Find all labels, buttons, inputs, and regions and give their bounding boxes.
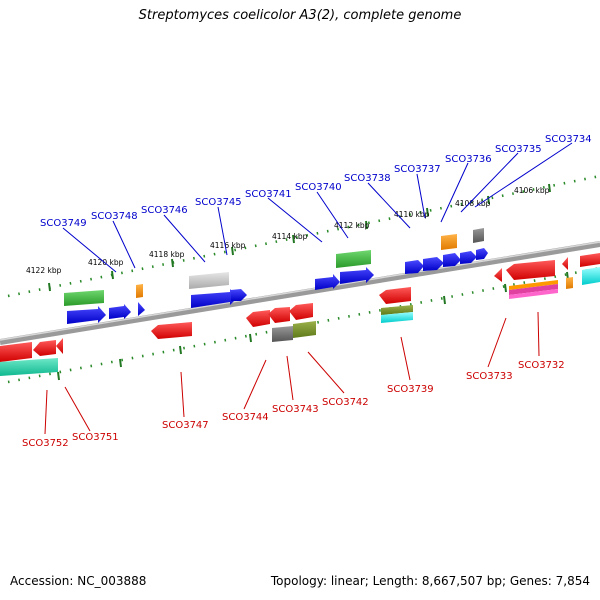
gene-box — [293, 321, 316, 338]
accession-label: Accession: NC_003888 — [10, 574, 147, 588]
gene-arrow — [191, 289, 238, 308]
gene-label[interactable]: SCO3735 — [495, 144, 542, 155]
gene-box — [473, 228, 484, 243]
gene-arrow — [476, 248, 488, 260]
gene-arrow — [506, 260, 555, 280]
gene-label[interactable]: SCO3746 — [141, 205, 188, 216]
gene-label[interactable]: SCO3740 — [295, 182, 342, 193]
gene-label[interactable]: SCO3751 — [72, 432, 119, 443]
gene-label[interactable]: SCO3742 — [322, 397, 369, 408]
gene-box — [64, 290, 104, 306]
gene-arrow — [340, 267, 374, 284]
gene-arrow — [138, 302, 145, 316]
gene-label[interactable]: SCO3749 — [40, 218, 87, 229]
gene-label[interactable]: SCO3747 — [162, 420, 209, 431]
gene-label[interactable]: SCO3738 — [344, 173, 391, 184]
gene-box — [509, 284, 558, 295]
gene-label[interactable]: SCO3744 — [222, 412, 269, 423]
ruler-label: 4112 kbp — [334, 221, 370, 230]
ruler-label: 4118 kbp — [149, 250, 185, 259]
gene-arrow — [405, 260, 424, 274]
ruler-label: 4110 kbp — [394, 210, 430, 219]
ruler-label: 4114 kbp — [272, 232, 308, 241]
leader-lines-top — [62, 142, 573, 273]
genome-summary: Topology: linear; Length: 8,667,507 bp; … — [270, 574, 590, 588]
gene-arrow — [580, 253, 600, 267]
gene-arrow — [494, 268, 502, 282]
gene-label[interactable]: SCO3732 — [518, 360, 565, 371]
gene-arrow — [460, 251, 477, 264]
ruler-label: 4106 kbp — [514, 186, 550, 195]
gene-label[interactable]: SCO3743 — [272, 404, 319, 415]
leader-lines-bottom — [44, 311, 540, 435]
gene-arrow — [0, 342, 32, 362]
gene-arrow — [268, 307, 290, 323]
ruler-label: 4122 kbp — [26, 266, 62, 275]
gene-arrow — [33, 340, 56, 356]
ruler-label: 4120 kbp — [88, 258, 124, 267]
gene-label[interactable]: SCO3734 — [545, 134, 592, 145]
gene-label[interactable]: SCO3739 — [387, 384, 434, 395]
gene-arrow — [246, 310, 270, 327]
gene-label[interactable]: SCO3737 — [394, 164, 441, 175]
gene-arrow — [423, 257, 444, 271]
gene-label[interactable]: SCO3741 — [245, 189, 292, 200]
page-title: Streptomyces coelicolor A3(2), complete … — [138, 8, 462, 23]
ruler-label: 4116 kbp — [210, 241, 246, 250]
bottom-strand-genes — [0, 257, 573, 376]
gene-box — [509, 280, 558, 290]
gene-label[interactable]: SCO3745 — [195, 197, 242, 208]
gene-arrow — [315, 274, 340, 290]
ruler-ticks-top — [48, 183, 551, 292]
gene-arrow — [67, 306, 106, 324]
ruler-label: 4108 kbp — [455, 199, 491, 208]
top-strand-genes — [64, 228, 600, 324]
gene-label[interactable]: SCO3748 — [91, 211, 138, 222]
gene-box — [272, 326, 293, 342]
gene-arrow — [151, 322, 192, 339]
gene-box — [381, 312, 413, 323]
gene-label[interactable]: SCO3733 — [466, 371, 513, 382]
gene-label[interactable]: SCO3736 — [445, 154, 492, 165]
gene-arrow — [289, 303, 313, 320]
gene-box — [0, 358, 58, 376]
gene-label[interactable]: SCO3752 — [22, 438, 69, 449]
gene-box — [336, 250, 371, 268]
gene-arrow — [56, 338, 63, 354]
gene-arrow — [231, 289, 247, 301]
gene-box — [566, 277, 573, 289]
gene-arrow — [379, 287, 411, 304]
gene-box — [509, 289, 558, 299]
genome-backbone — [0, 241, 600, 345]
gene-arrow — [109, 304, 131, 319]
gene-arrow — [443, 253, 461, 267]
gene-box — [582, 267, 600, 285]
gene-box — [189, 272, 229, 289]
gene-arrow — [562, 257, 568, 270]
gene-box — [441, 234, 457, 250]
gene-box — [136, 284, 143, 298]
gene-box — [381, 305, 413, 315]
